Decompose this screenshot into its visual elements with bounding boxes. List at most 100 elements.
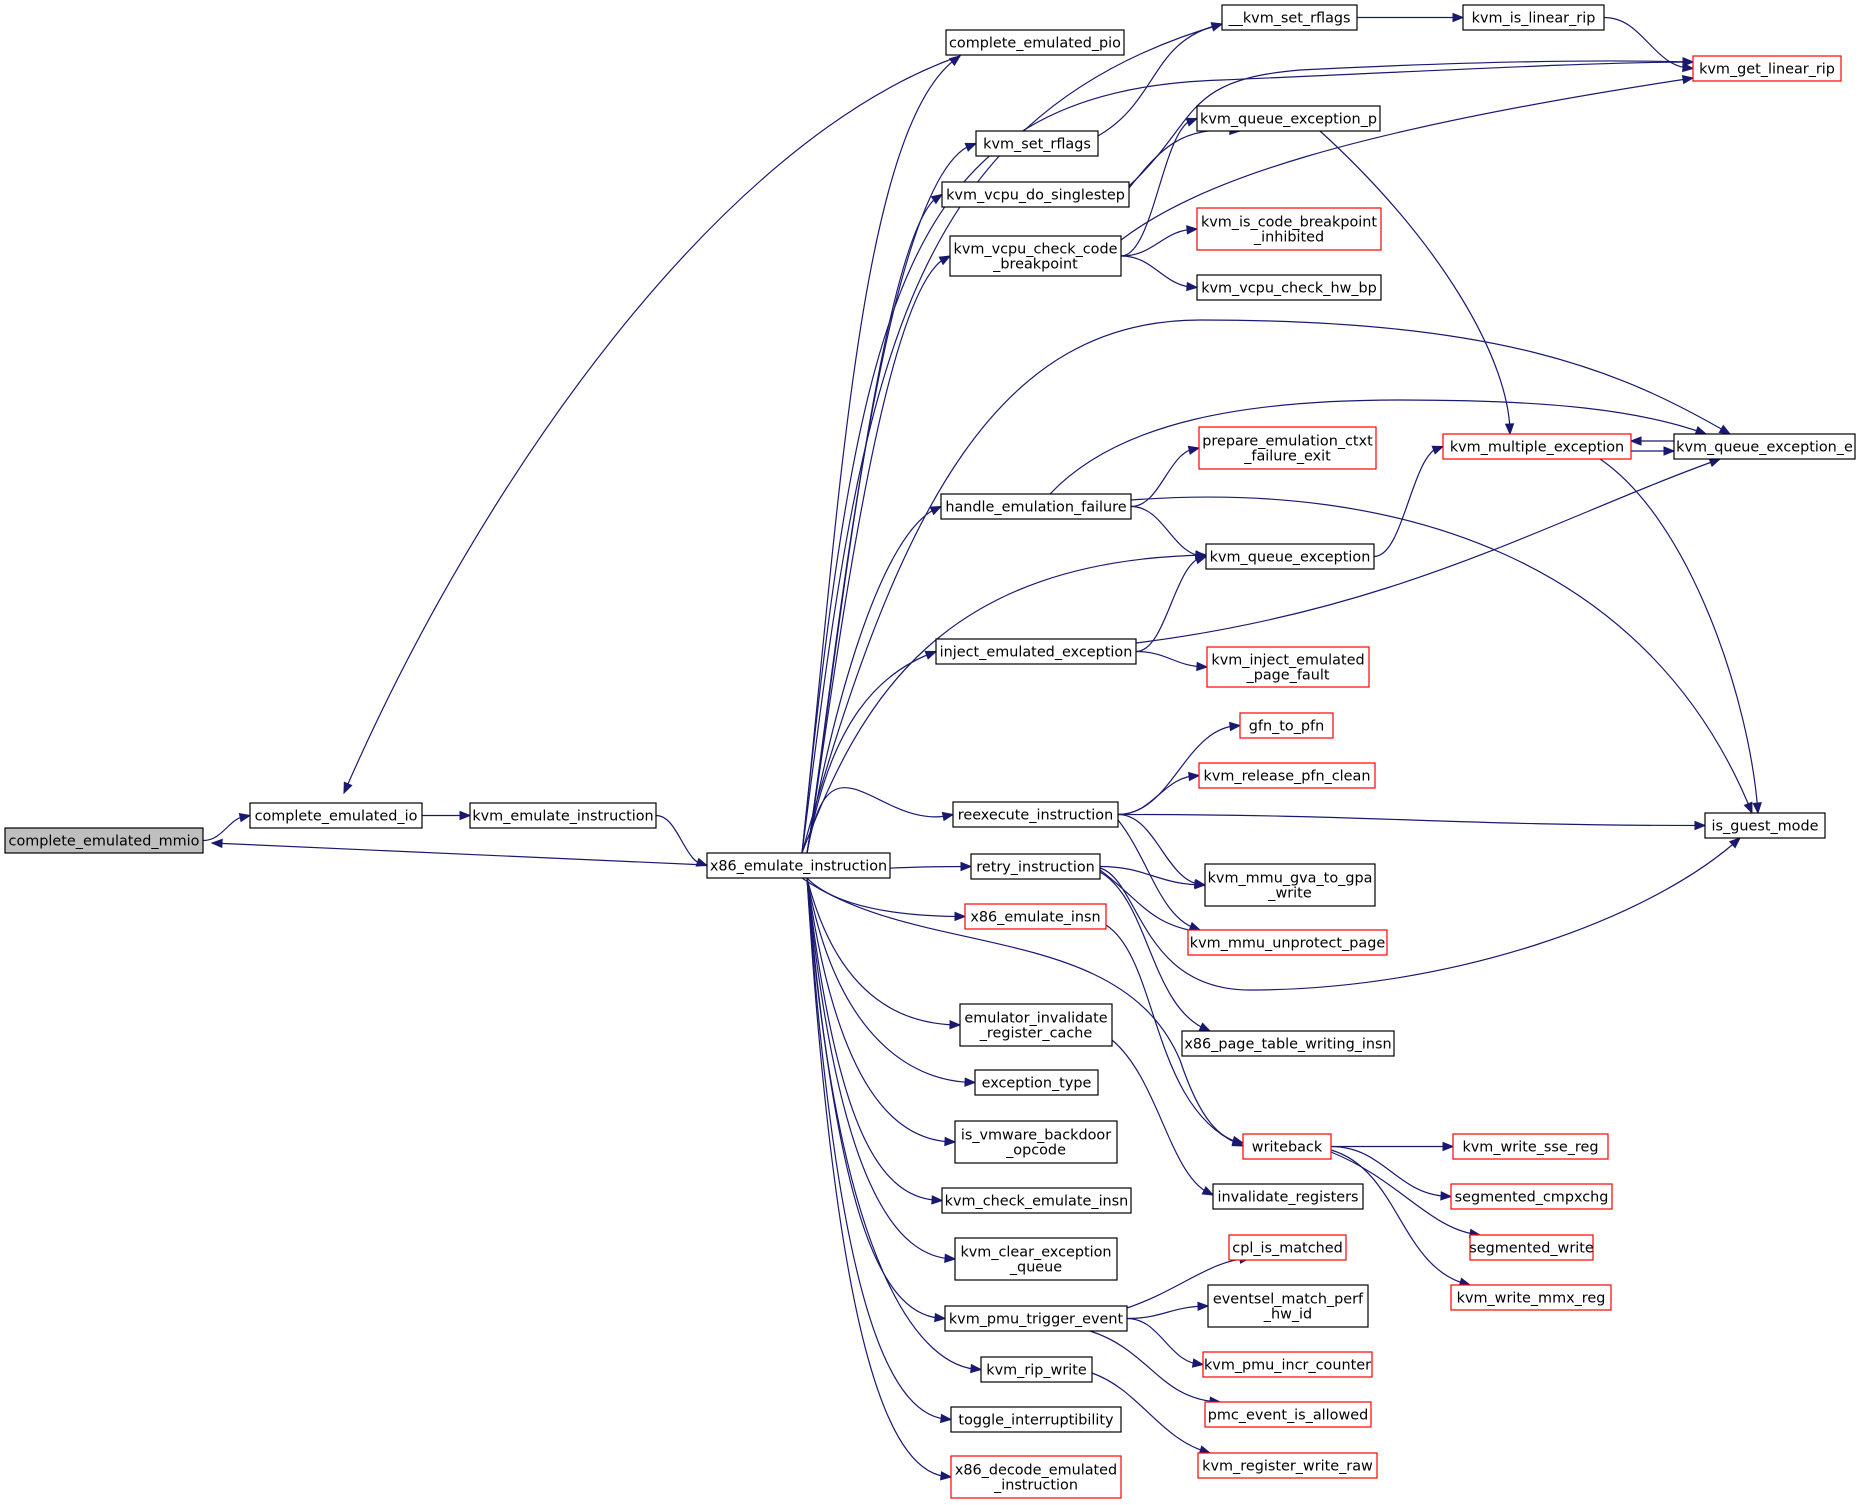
node-x86_page_table_writing_insn[interactable]: x86_page_table_writing_insn	[1181, 1030, 1395, 1057]
node-toggle_interruptibility[interactable]: toggle_interruptibility	[950, 1406, 1122, 1433]
node-box	[1204, 863, 1376, 907]
node-box	[1197, 1452, 1378, 1479]
node-label: x86_page_table_writing_insn	[1184, 1037, 1391, 1053]
edge-line	[1089, 1330, 1221, 1403]
node-kvm_emulate_instruction[interactable]: kvm_emulate_instruction	[469, 802, 657, 829]
node-kvm_rip_write[interactable]: kvm_rip_write	[980, 1356, 1093, 1383]
node-x86_emulate_insn[interactable]: x86_emulate_insn	[964, 903, 1107, 930]
node-kvm_is_code_breakpoint_inhibited[interactable]: kvm_is_code_breakpoint_inhibited	[1196, 207, 1382, 251]
edge-arrowhead	[938, 255, 952, 266]
edge-complete_emulated_io-to-kvm_emulate_instruction	[422, 810, 472, 821]
node-kvm_pmu_incr_counter[interactable]: kvm_pmu_incr_counter	[1202, 1351, 1373, 1378]
edge-line	[1130, 505, 1207, 558]
node-is_guest_mode[interactable]: is_guest_mode	[1704, 812, 1826, 839]
node-kvm_multiple_exception[interactable]: kvm_multiple_exception	[1442, 433, 1632, 460]
node-segmented_cmpxchg[interactable]: segmented_cmpxchg	[1450, 1183, 1613, 1210]
edge-line	[1097, 23, 1223, 137]
edge-line	[1135, 458, 1721, 644]
edge-line	[1120, 77, 1694, 241]
node-kvm_write_sse_reg[interactable]: kvm_write_sse_reg	[1452, 1133, 1609, 1160]
node-box	[706, 852, 891, 879]
node-box	[952, 801, 1119, 828]
node-label: kvm_pmu_trigger_event	[949, 1312, 1124, 1328]
node-kvm_queue_exception[interactable]: kvm_queue_exception	[1205, 543, 1375, 570]
node-label: kvm_write_mmx_reg	[1457, 1291, 1606, 1307]
node-complete_emulated_mmio[interactable]: complete_emulated_mmio	[4, 827, 204, 854]
edge-arrowhead	[934, 1312, 947, 1323]
node-kvm_clear_exception_queue[interactable]: kvm_clear_exception_queue	[954, 1237, 1118, 1281]
node-__kvm_set_rflags[interactable]: __kvm_set_rflags	[1221, 4, 1358, 31]
node-box	[1206, 646, 1370, 688]
edge-line	[343, 55, 961, 794]
edge-kvm_pmu_trigger_event-to-pmc_event_is_allowed	[1089, 1330, 1222, 1406]
node-x86_emulate_instruction[interactable]: x86_emulate_instruction	[706, 852, 891, 879]
edge-arrowhead	[1629, 436, 1642, 446]
node-retry_instruction[interactable]: retry_instruction	[970, 853, 1101, 880]
edge-reexecute_instruction-to-kvm_release_pfn_clean	[1117, 771, 1201, 816]
edge-x86_emulate_instruction-to-handle_emulation_failure	[806, 505, 943, 854]
node-kvm_get_linear_rip[interactable]: kvm_get_linear_rip	[1692, 55, 1842, 82]
node-prepare_emulation_ctxt_failure_exit[interactable]: prepare_emulation_ctxt_failure_exit	[1198, 426, 1377, 470]
edge-arrowhead	[1743, 801, 1753, 815]
node-kvm_set_rflags[interactable]: kvm_set_rflags	[975, 130, 1099, 157]
node-kvm_is_linear_rip[interactable]: kvm_is_linear_rip	[1462, 4, 1605, 31]
node-label: kvm_is_linear_rip	[1472, 11, 1596, 27]
node-emulator_invalidate_register_cache[interactable]: emulator_invalidate_register_cache	[959, 1003, 1113, 1047]
node-writeback[interactable]: writeback	[1242, 1133, 1332, 1160]
node-box	[964, 903, 1107, 930]
node-box	[1673, 433, 1856, 460]
node-handle_emulation_failure[interactable]: handle_emulation_failure	[940, 493, 1132, 520]
node-box	[950, 1455, 1122, 1499]
node-box	[940, 493, 1132, 520]
node-label: invalidate_registers	[1217, 1190, 1358, 1206]
node-is_vmware_backdoor_opcode[interactable]: is_vmware_backdoor_opcode	[954, 1120, 1118, 1164]
node-label: segmented_write	[1469, 1241, 1594, 1257]
node-complete_emulated_pio[interactable]: complete_emulated_pio	[945, 29, 1125, 56]
edge-kvm_vcpu_do_singlestep-to-kvm_get_linear_rip	[1128, 57, 1695, 187]
node-inject_emulated_exception[interactable]: inject_emulated_exception	[935, 638, 1137, 665]
node-pmc_event_is_allowed[interactable]: pmc_event_is_allowed	[1204, 1401, 1372, 1428]
node-complete_emulated_io[interactable]: complete_emulated_io	[249, 802, 423, 829]
edge-arrowhead	[1188, 771, 1201, 782]
edge-arrowhead	[929, 505, 943, 516]
edge-kvm_multiple_exception-to-kvm_queue_exception_e	[1631, 446, 1676, 456]
node-box	[959, 1003, 1113, 1047]
node-kvm_write_mmx_reg[interactable]: kvm_write_mmx_reg	[1450, 1284, 1612, 1311]
edge-arrowhead	[1681, 74, 1695, 85]
edge-arrowhead	[1229, 721, 1242, 732]
node-kvm_queue_exception_e[interactable]: kvm_queue_exception_e	[1673, 433, 1856, 460]
node-exception_type[interactable]: exception_type	[974, 1069, 1099, 1096]
node-invalidate_registers[interactable]: invalidate_registers	[1212, 1183, 1364, 1210]
node-box	[1452, 1133, 1609, 1160]
node-kvm_release_pfn_clean[interactable]: kvm_release_pfn_clean	[1198, 762, 1376, 789]
node-segmented_write[interactable]: segmented_write	[1469, 1234, 1594, 1261]
edge-arrowhead	[1440, 1191, 1453, 1201]
node-kvm_register_write_raw[interactable]: kvm_register_write_raw	[1197, 1452, 1378, 1479]
node-label: _breakpoint	[992, 257, 1078, 273]
node-kvm_inject_emulated_page_fault[interactable]: kvm_inject_emulated_page_fault	[1206, 646, 1370, 688]
node-kvm_pmu_trigger_event[interactable]: kvm_pmu_trigger_event	[944, 1305, 1128, 1332]
edge-arrowhead	[1187, 445, 1201, 455]
node-box	[941, 1187, 1132, 1214]
node-eventsel_match_perf_hw_id[interactable]: eventsel_match_perf_hw_id	[1207, 1284, 1369, 1328]
node-x86_decode_emulated_instruction[interactable]: x86_decode_emulated_instruction	[950, 1455, 1122, 1499]
node-box	[1212, 1183, 1364, 1210]
edge-reexecute_instruction-to-kvm_mmu_gva_to_gpa_write	[1117, 813, 1207, 888]
node-label: complete_emulated_mmio	[9, 834, 200, 850]
node-kvm_vcpu_do_singlestep[interactable]: kvm_vcpu_do_singlestep	[941, 181, 1130, 208]
node-gfn_to_pfn[interactable]: gfn_to_pfn	[1239, 712, 1334, 739]
node-kvm_queue_exception_p[interactable]: kvm_queue_exception_p	[1196, 105, 1381, 132]
node-box	[1204, 1401, 1372, 1428]
node-label: _write	[1267, 886, 1312, 902]
node-label: kvm_vcpu_do_singlestep	[946, 188, 1125, 204]
node-kvm_vcpu_check_code_breakpoint[interactable]: kvm_vcpu_check_code_breakpoint	[949, 235, 1122, 277]
node-kvm_vcpu_check_hw_bp[interactable]: kvm_vcpu_check_hw_bp	[1196, 274, 1382, 301]
node-kvm_mmu_gva_to_gpa_write[interactable]: kvm_mmu_gva_to_gpa_write	[1204, 863, 1376, 907]
node-kvm_check_emulate_insn[interactable]: kvm_check_emulate_insn	[941, 1187, 1132, 1214]
edge-x86_emulate_instruction-to-complete_emulated_mmio	[210, 838, 708, 866]
node-box	[1207, 1284, 1369, 1328]
node-reexecute_instruction[interactable]: reexecute_instruction	[952, 801, 1119, 828]
edge-arrowhead	[940, 1413, 953, 1424]
node-kvm_mmu_unprotect_page[interactable]: kvm_mmu_unprotect_page	[1187, 929, 1388, 956]
node-cpl_is_matched[interactable]: cpl_is_matched	[1228, 1234, 1347, 1261]
